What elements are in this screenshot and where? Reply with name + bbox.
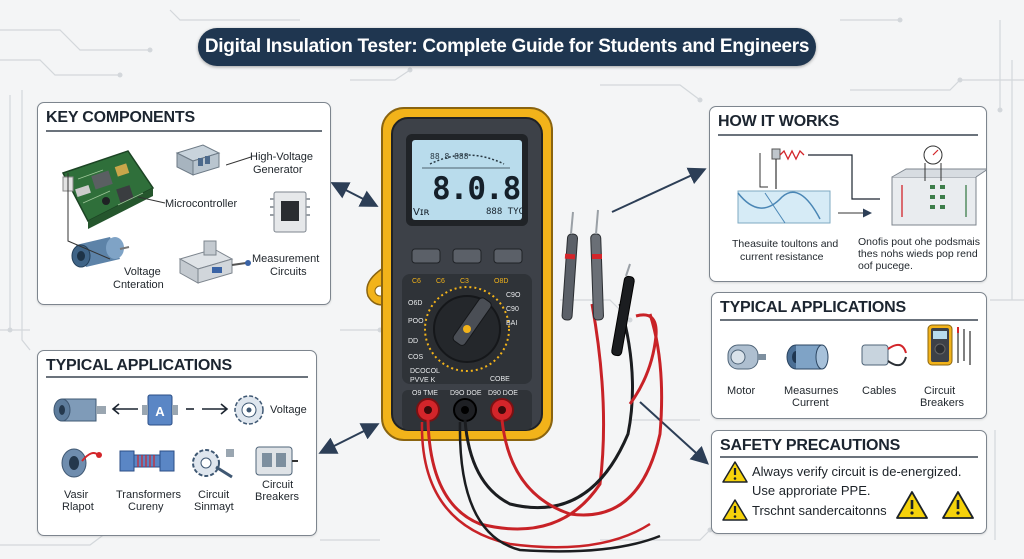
- working-principle-diagram: [737, 145, 986, 226]
- app-left-label-2-line2: Cureny: [128, 501, 164, 513]
- knob-label-l3: DD: [408, 338, 419, 345]
- key-components-panel: KEY COMPONENTS High-Voltage Generator Mi…: [37, 102, 331, 305]
- measurement-label: Measurement: [252, 253, 320, 265]
- transformer-icon: A: [142, 394, 178, 426]
- pointer-line: [67, 173, 111, 260]
- safety-title: SAFETY PRECAUTIONS: [720, 437, 901, 454]
- lcd-unit-right: 888 TYC: [486, 207, 524, 217]
- knob-label-tl3: C3: [460, 278, 469, 285]
- mini-meter-icon: [927, 324, 971, 366]
- motor-icon: [53, 398, 106, 422]
- warning-triangle-icon: [722, 461, 748, 483]
- warning-triangle-icon: [722, 499, 748, 521]
- app-right-label-4-line2: Breakers: [920, 397, 965, 409]
- chip-icon: [270, 191, 310, 233]
- measurement-block-icon: [178, 240, 251, 284]
- knob-label-r1: C9O: [506, 292, 521, 299]
- pointer-line: [226, 156, 252, 166]
- how-it-works-panel: HOW IT WORKS Theasuite toultons and curr…: [709, 106, 987, 282]
- app-left-label-1-line2: Rlapot: [62, 501, 94, 513]
- circuits-label: Circuits: [270, 266, 307, 278]
- how-left-text-2: current resistance: [740, 251, 824, 263]
- pointer-line: [138, 196, 166, 204]
- voltage-label: Voltage: [124, 266, 161, 278]
- warning-triangle-icon: [896, 491, 928, 519]
- svg-text:A: A: [155, 404, 165, 419]
- microcontroller-label: Microcontroller: [165, 198, 238, 210]
- app-right-label-2-line2: Current: [792, 397, 829, 409]
- generation-label: Cnteration: [113, 279, 164, 291]
- applications-left-panel: TYPICAL APPLICATIONS A Voltage Vasir Rla…: [37, 350, 317, 536]
- how-left-text-1: Theasuite toultons and: [732, 238, 839, 250]
- applications-left-title: TYPICAL APPLICATIONS: [46, 357, 232, 374]
- knob-label-tr1: O8D: [494, 278, 509, 285]
- knob-label-tl2: C6: [436, 278, 445, 285]
- app-left-label-3-line1: Circuit: [198, 489, 230, 501]
- how-right-text-2: thes nohs wieds pop rend: [858, 248, 978, 260]
- cable-icon: [861, 343, 907, 367]
- knob-label-b1: DCOCOL: [410, 368, 440, 375]
- divider: [46, 376, 308, 378]
- applications-right-panel: TYPICAL APPLICATIONS Motor Measurnes Cur…: [711, 292, 987, 419]
- app-right-label-2-line1: Measurnes: [784, 385, 839, 397]
- key-components-title: KEY COMPONENTS: [46, 109, 195, 126]
- knob-label-l4: COS: [408, 354, 424, 361]
- knob-label-l2: POO: [408, 318, 424, 325]
- gear-icon: [192, 449, 234, 479]
- jack-label-3: D90 DOE: [488, 390, 518, 397]
- voltage-label: Voltage: [270, 404, 307, 416]
- safety-line-1: Always verify circuit is de-energized.: [752, 464, 962, 479]
- cylinder-icon: [71, 237, 130, 268]
- knob-label-tl1: C6: [412, 278, 421, 285]
- motor-icon: [727, 344, 766, 370]
- app-left-label-1-line1: Vasir: [64, 489, 89, 501]
- app-left-label-3-line2: Sinmayt: [194, 501, 234, 513]
- divider: [720, 456, 978, 458]
- divider: [720, 319, 978, 321]
- lcd-reading: 8.0.8: [432, 171, 521, 207]
- arrow-right-icon: [186, 403, 229, 415]
- hv-generator-icon: [175, 144, 221, 176]
- lcd-top-indicator: 88 8 888: [430, 152, 469, 161]
- lcd-unit-left: Vɪʀ: [413, 207, 430, 218]
- app-left-label-4-line2: Breakers: [255, 491, 300, 503]
- warning-triangle-icon: [942, 491, 974, 519]
- app-right-label-4-line1: Circuit: [924, 385, 956, 397]
- divider: [46, 130, 322, 132]
- knob-label-b2: PVVE K: [410, 377, 436, 384]
- knob-label-r3: BAI: [506, 320, 518, 327]
- how-right-text-1: Onofis pout ohe podsmais: [858, 236, 980, 248]
- knob-label-b3: COBE: [490, 376, 510, 383]
- safety-line-2: Use approriate PPE.: [752, 483, 871, 498]
- divider: [718, 134, 978, 136]
- high-voltage-label: High-Voltage: [250, 151, 313, 163]
- how-right-text-3: oof pucege.: [858, 260, 913, 272]
- generator-label: Generator: [253, 164, 303, 176]
- circuit-breaker-icon: [255, 446, 298, 476]
- app-right-label-1-line1: Motor: [727, 385, 756, 397]
- how-it-works-title: HOW IT WORKS: [718, 113, 840, 130]
- safety-panel: SAFETY PRECAUTIONS Always verify circuit…: [711, 430, 987, 534]
- app-left-label-4-line1: Circuit: [262, 479, 294, 491]
- app-right-label-3-line1: Cables: [862, 385, 897, 397]
- gear-icon: [234, 395, 264, 425]
- cable-icon: [786, 344, 829, 370]
- knob-label-r2: C90: [506, 306, 519, 313]
- jack-label-1: O9 TME: [412, 390, 438, 397]
- arrow-left-icon: [111, 403, 138, 415]
- app-left-label-2-line1: Transformers: [116, 489, 181, 501]
- knob-label-l1: O6D: [408, 300, 423, 307]
- insulation-tester-meter: [366, 107, 664, 553]
- applications-right-title: TYPICAL APPLICATIONS: [720, 299, 906, 316]
- safety-line-3: Trschnt sandercaitonns: [752, 503, 887, 518]
- plug-icon: [61, 448, 102, 478]
- jack-label-2: D9O DOE: [450, 390, 482, 397]
- transformer-icon: [119, 450, 175, 472]
- page-title: Digital Insulation Tester: Complete Guid…: [198, 28, 816, 66]
